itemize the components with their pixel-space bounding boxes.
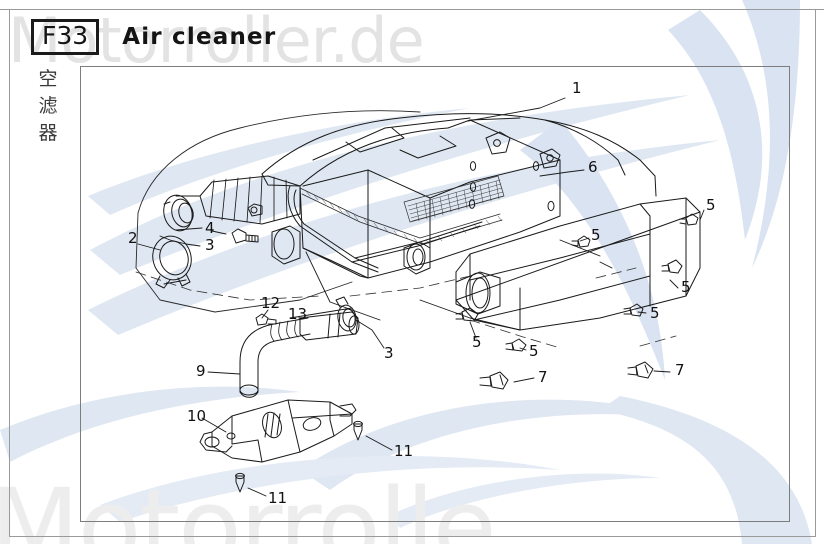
section-code-badge: F33 <box>31 19 100 55</box>
page-border-bottom <box>9 536 815 537</box>
cjk-char-2: 滤 <box>38 94 58 117</box>
cjk-char-3: 器 <box>38 121 58 144</box>
page-title: Air cleaner <box>122 24 277 50</box>
cjk-char-1: 空 <box>38 68 58 90</box>
page-border-top <box>0 9 824 10</box>
page-border-left <box>9 9 10 537</box>
page-header: F33 Air cleaner <box>0 14 824 60</box>
diagram-frame <box>80 66 790 522</box>
page-border-right <box>815 9 816 537</box>
cjk-caption: 空 滤 器 <box>34 66 62 147</box>
